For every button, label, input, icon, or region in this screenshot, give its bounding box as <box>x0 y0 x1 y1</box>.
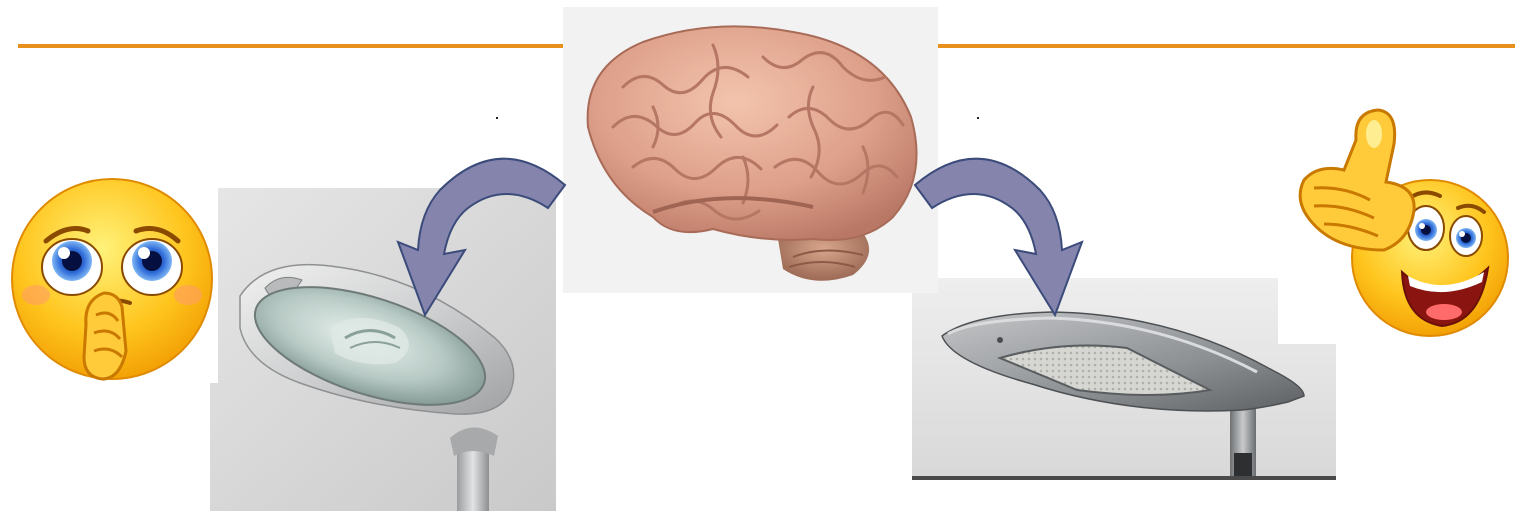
brain-icon <box>563 7 938 293</box>
arrow-brain-to-led-lamp <box>910 150 1100 320</box>
marker-dot-left <box>496 117 498 119</box>
arrow-brain-to-old-lamp <box>380 150 570 320</box>
header-rule-right <box>937 44 1515 48</box>
thumbs-up-emoji <box>1274 100 1515 350</box>
brain-image <box>563 7 938 293</box>
curved-arrow-left-icon <box>380 150 570 320</box>
pleading-face-emoji-icon <box>6 175 220 385</box>
pleading-emoji <box>6 175 220 385</box>
thumbs-up-laughing-emoji-icon <box>1274 100 1515 350</box>
header-rule-left <box>18 44 565 48</box>
curved-arrow-right-icon <box>910 150 1100 320</box>
marker-dot-right <box>977 117 979 119</box>
